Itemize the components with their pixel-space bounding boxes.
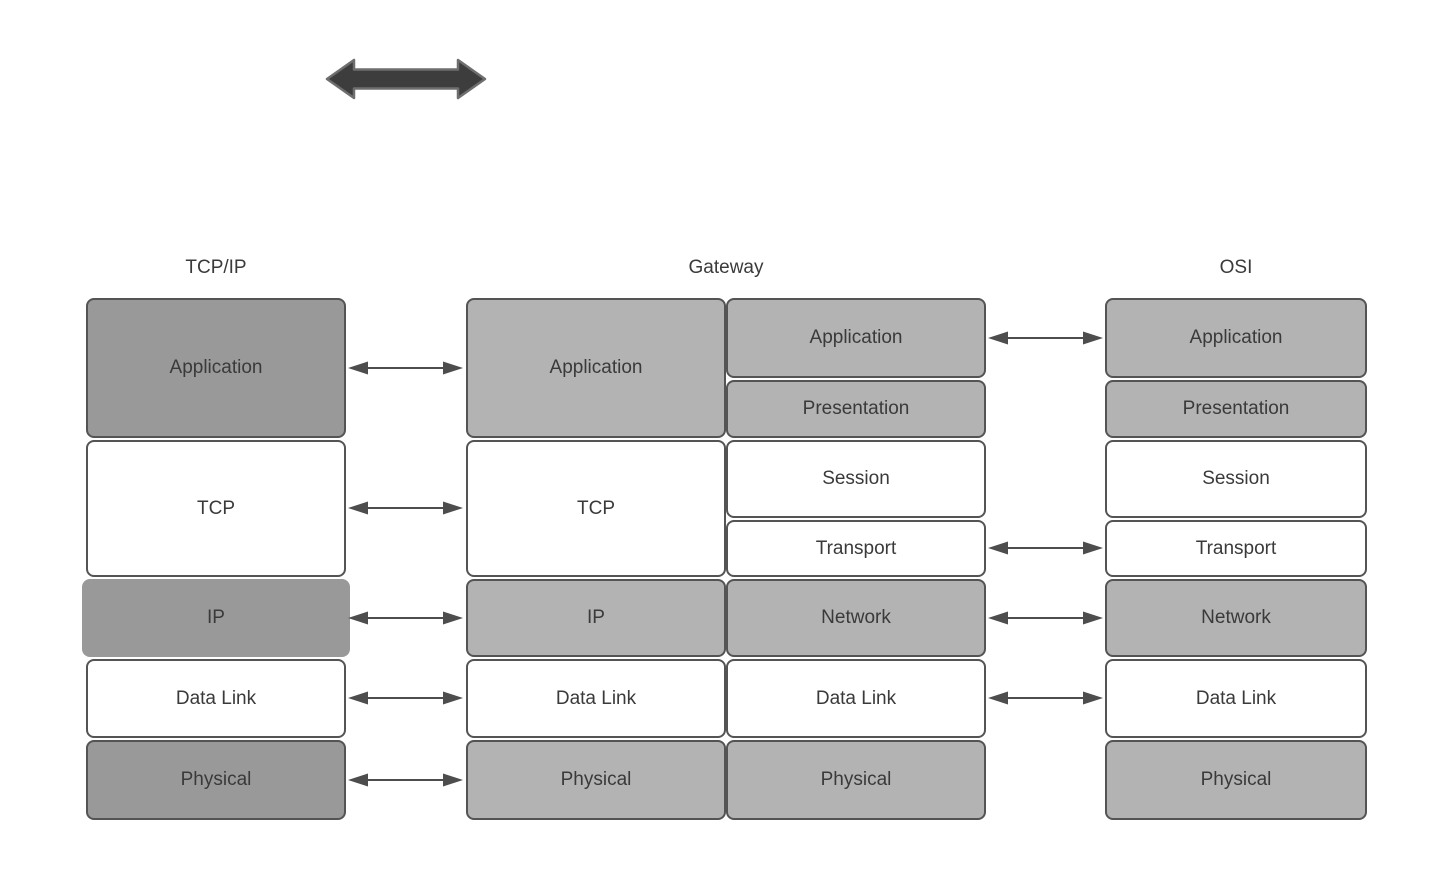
arrow-tcpip-gateway-physical-icon <box>348 773 463 787</box>
arrow-tcpip-gateway-ip-icon <box>348 611 463 625</box>
column-title-tcpip: TCP/IP <box>185 257 247 278</box>
osi-layer-network: Network <box>1105 579 1367 657</box>
gateway-left-layer-physical: Physical <box>466 740 726 820</box>
gateway-left-layer-tcp: TCP <box>466 440 726 577</box>
gateway-right-layer-presentation: Presentation <box>726 380 986 438</box>
gateway-right-layer-application: Application <box>726 298 986 378</box>
column-title-gateway: Gateway <box>688 257 764 278</box>
arrow-gateway-osi-data-link-icon <box>988 691 1103 705</box>
arrow-tcpip-gateway-tcp-icon <box>348 501 463 515</box>
arrow-tcpip-gateway-data-link-icon <box>348 691 463 705</box>
gateway-right-layer-network: Network <box>726 579 986 657</box>
arrow-gateway-osi-application-icon <box>988 331 1103 345</box>
arrow-tcpip-gateway-application-icon <box>348 361 463 375</box>
tcpip-layer-tcp: TCP <box>86 440 346 577</box>
gateway-left-layer-data-link: Data Link <box>466 659 726 738</box>
gateway-right-layer-data-link: Data Link <box>726 659 986 738</box>
osi-layer-transport: Transport <box>1105 520 1367 577</box>
tcpip-layer-application: Application <box>86 298 346 438</box>
osi-layer-application: Application <box>1105 298 1367 378</box>
gateway-right-layer-transport: Transport <box>726 520 986 577</box>
osi-layer-presentation: Presentation <box>1105 380 1367 438</box>
tcpip-layer-physical: Physical <box>86 740 346 820</box>
gateway-right-layer-session: Session <box>726 440 986 518</box>
osi-layer-data-link: Data Link <box>1105 659 1367 738</box>
osi-layer-session: Session <box>1105 440 1367 518</box>
tcpip-layer-ip: IP <box>82 579 350 657</box>
tcpip-layer-data-link: Data Link <box>86 659 346 738</box>
arrow-gateway-osi-network-icon <box>988 611 1103 625</box>
osi-layer-physical: Physical <box>1105 740 1367 820</box>
gateway-left-layer-ip: IP <box>466 579 726 657</box>
column-title-osi: OSI <box>1219 257 1253 278</box>
horizontal-double-arrow-icon <box>325 58 487 100</box>
arrow-gateway-osi-transport-icon <box>988 541 1103 555</box>
gateway-left-layer-application: Application <box>466 298 726 438</box>
gateway-right-layer-physical: Physical <box>726 740 986 820</box>
